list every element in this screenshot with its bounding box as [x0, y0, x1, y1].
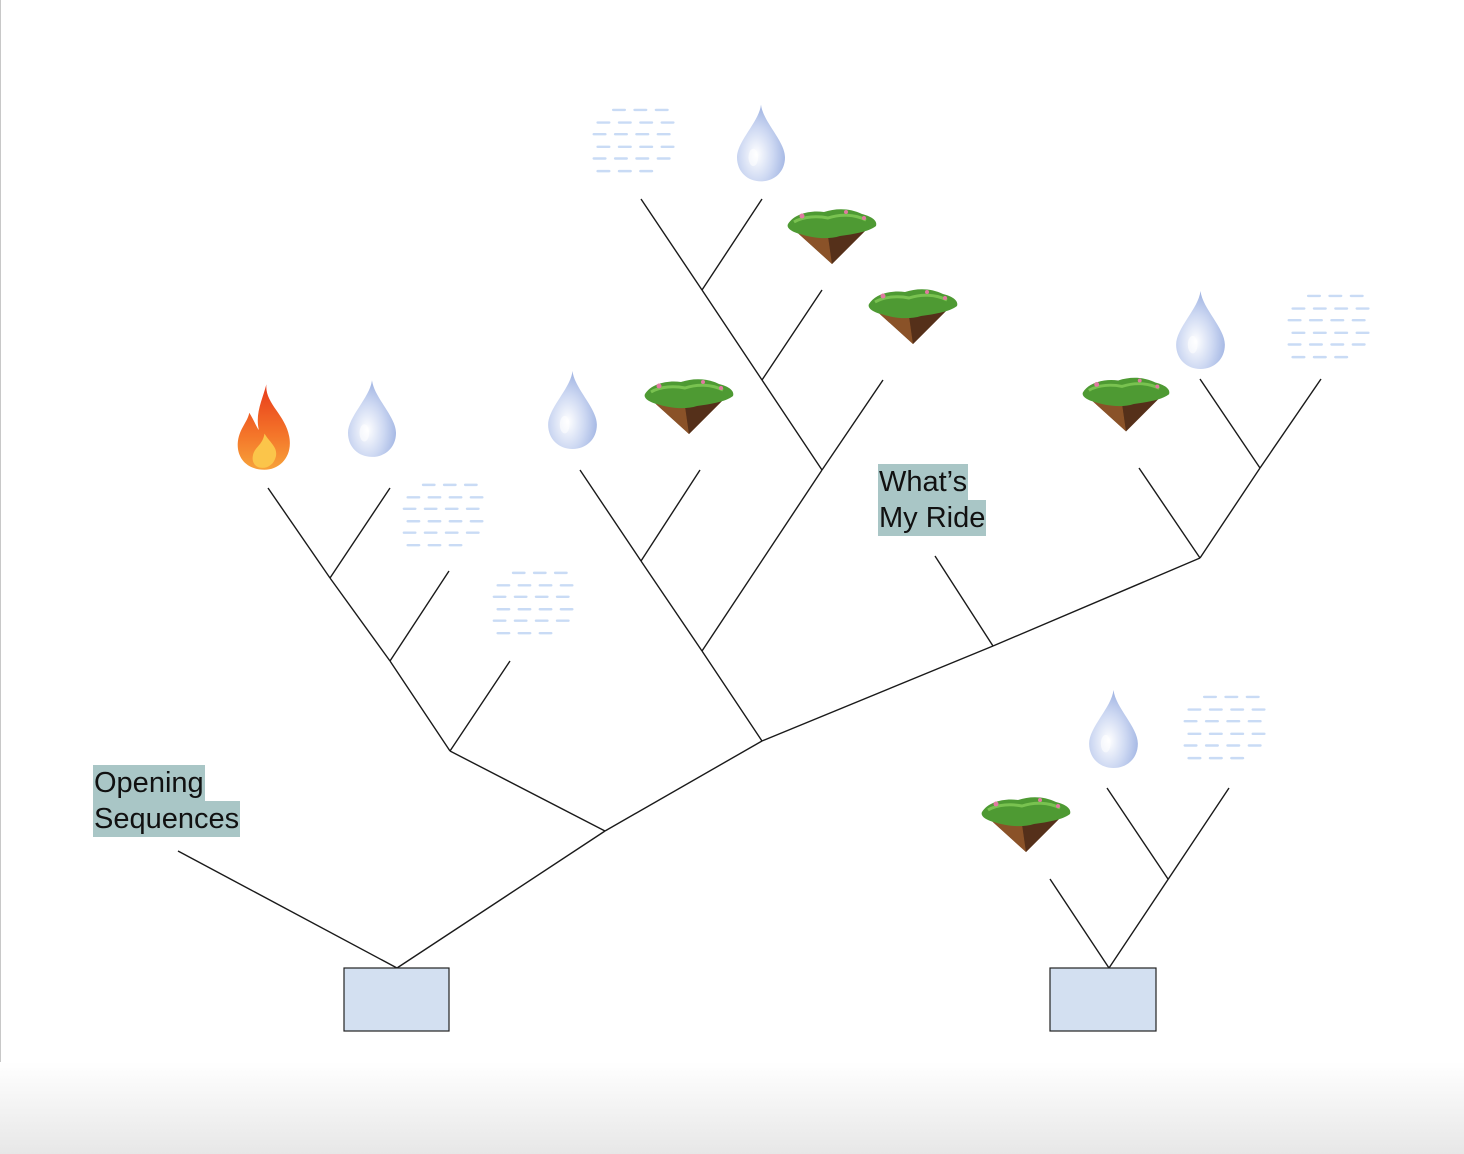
water-waves-icon	[592, 108, 675, 173]
water-drop-icon	[348, 380, 396, 457]
water-drop-icon	[1089, 690, 1138, 768]
page-edge	[0, 0, 1, 1154]
branch	[701, 650, 763, 742]
branch	[821, 379, 884, 471]
branch	[267, 487, 331, 579]
branch-opening-sequences	[177, 850, 398, 969]
branch	[1108, 787, 1230, 969]
branch	[640, 198, 703, 291]
grass-island-icon	[786, 207, 878, 266]
branch	[579, 469, 642, 562]
grass-island-icon	[867, 287, 959, 346]
grass-island-icon	[643, 377, 735, 436]
water-drop-icon	[548, 371, 597, 449]
branch	[1199, 467, 1261, 559]
label-opening-line2: Sequences	[93, 801, 241, 837]
branch	[329, 487, 391, 579]
branch	[640, 469, 701, 562]
left-tree-base	[343, 967, 450, 1032]
branch	[1049, 878, 1110, 969]
right-tree-branches	[1049, 787, 1230, 969]
trunk-left	[604, 740, 763, 832]
branch	[701, 469, 823, 652]
branch	[329, 577, 391, 662]
branch	[449, 660, 511, 752]
water-waves-icon	[492, 571, 574, 635]
branch	[701, 198, 763, 291]
branch	[701, 289, 763, 381]
label-opening-line1: Opening	[93, 765, 205, 801]
water-waves-icon	[1183, 695, 1266, 760]
branch	[640, 560, 703, 652]
branch	[389, 570, 450, 662]
water-waves-icon	[402, 483, 484, 547]
trunk-left	[396, 830, 606, 969]
branch	[761, 379, 823, 471]
water-waves-icon	[1287, 294, 1370, 359]
label-opening-sequences: Opening Sequences	[93, 765, 241, 837]
branch	[449, 750, 606, 832]
trunk-left	[992, 557, 1201, 647]
branch	[1106, 787, 1169, 880]
water-drop-icon	[737, 104, 785, 182]
water-drop-icon	[1176, 291, 1225, 369]
label-whats-my-ride: What’s My Ride	[878, 464, 987, 536]
branch	[761, 289, 823, 381]
branch	[1259, 378, 1322, 469]
page-bottom-shadow	[0, 1062, 1464, 1154]
label-ride-line2: My Ride	[878, 500, 987, 536]
grass-island-icon	[980, 795, 1072, 854]
branch-whats-my-ride	[934, 555, 994, 647]
branch	[1199, 378, 1261, 469]
branch	[1138, 467, 1201, 559]
trunk-left	[761, 645, 994, 742]
branch	[389, 660, 451, 752]
fire-icon	[237, 384, 290, 470]
grass-island-icon	[1081, 376, 1171, 433]
left-tree-branches	[177, 198, 1322, 969]
label-ride-line1: What’s	[878, 464, 969, 500]
right-tree-base	[1049, 967, 1157, 1032]
